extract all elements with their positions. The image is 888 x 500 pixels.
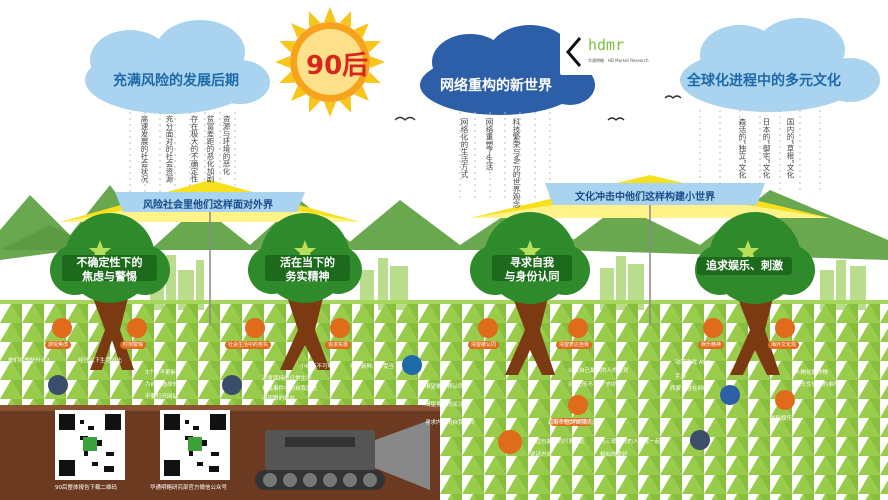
tree-4-label-line1: 追求娱乐、刺激 <box>706 259 783 272</box>
banner-left-text: 风险社会里他们这样面对外界 <box>143 200 273 211</box>
root-badge-4: 追求实惠 <box>325 341 352 349</box>
cloud-center-col-2: 网络重塑了生活 <box>485 118 494 171</box>
tree-1-label: 不确定性下的 焦虑与警惕 <box>62 256 157 284</box>
cloud-title-right: 全球化进程中的多元文化 <box>687 73 841 89</box>
cloud-left-col-1: 高速发展的社会状况 <box>140 115 149 183</box>
cloud-left <box>85 20 270 114</box>
tree-label-boards <box>62 255 792 281</box>
cloud-left-col-5: 资源与环境的恶化 <box>222 115 231 175</box>
note-13: 寻求内心的自我认同 <box>425 420 475 426</box>
qr-caption-right: 华通明略研究部官方微信公众号 <box>150 485 228 491</box>
logo-text: hdmr <box>588 36 625 54</box>
cloud-center <box>420 25 595 115</box>
note-1: 他们在想些什么? <box>8 358 50 364</box>
tree-4-label: 追求娱乐、刺激 <box>697 259 792 273</box>
tree-3-label-line2: 与身份认同 <box>504 270 560 283</box>
qr-caption-left: 90后整体报告下载二维码 <box>55 485 117 491</box>
note-19: 与三观相同的人聚在一起 <box>600 439 661 445</box>
tree-2-label-line2: 务实精神 <box>285 270 330 283</box>
root-badge-9: 海外文化观 <box>768 341 800 349</box>
root-badge-5: 渴望被认同 <box>468 341 500 349</box>
banner-right-text: 文化冲击中他们这样构建小世界 <box>575 192 715 203</box>
cloud-center-col-1: 网络化的生活方式 <box>460 118 469 178</box>
cloud-right-col-2: 日本的“御宅”文化 <box>762 118 771 179</box>
root-badge-2: 时刻警惕 <box>120 341 147 349</box>
note-6: 小组话不可吗 <box>300 364 334 370</box>
qr-codes <box>55 410 230 480</box>
cloud-center-col-3: 科技繁荣与多元的世界观念 <box>512 118 521 208</box>
sun-icon <box>275 7 385 117</box>
note-14: 以说自己最美的人的感觉 <box>568 368 629 374</box>
cloud-left-col-4: 贫富差距的恶化加剧 <box>206 115 215 183</box>
note-22: 手游 <box>675 374 687 380</box>
tree-3-label: 寻求自我 与身份认同 <box>492 256 572 284</box>
bird-icons <box>394 95 682 121</box>
tree-1-label-line1: 不确定性下的 <box>76 256 143 269</box>
tree-2-label: 活在当下的 务实精神 <box>265 256 350 284</box>
note-12: 渴望身体的关注 <box>425 402 464 408</box>
note-20: 相似的爱好 <box>600 452 628 458</box>
note-26: 冒险娱乐 <box>770 416 793 422</box>
tree-2-label-line1: 活在当下的 <box>280 256 335 269</box>
note-16: 最有个性的自我表达 <box>548 420 598 426</box>
root-badge-7: 塑造自己的形象 <box>550 418 592 426</box>
note-8: 社会事件中的自我反思 <box>262 386 318 392</box>
side-icon-circles <box>48 355 740 454</box>
drill-machine-icon <box>255 420 430 490</box>
root-badge-1: 感受焦虑 <box>45 341 72 349</box>
note-17: 通过包装成的可爱社区 <box>530 439 586 445</box>
cloud-right <box>680 18 880 112</box>
tree-3-label-line1: 寻求自我 <box>510 256 554 269</box>
note-21: 动漫游戏 ACG <box>675 360 711 366</box>
note-9: 渴望跟的现在 <box>262 396 296 402</box>
root-icon-circles <box>52 318 795 415</box>
note-2: 经过以下生活对比 <box>78 358 123 364</box>
cloud-left-col-3: 存在极大的不确定性 <box>190 115 199 183</box>
root-badge-6: 渴望表达自我 <box>556 341 593 349</box>
note-10: 接受新鲜、享受当下 <box>350 364 400 370</box>
root-badge-3: 社会生活中的务实 <box>225 341 272 349</box>
banner-left-shape <box>115 192 305 212</box>
cloud-right-col-3: 国内的“草根”文化 <box>786 118 795 179</box>
root-badge-8: 娱乐精神 <box>698 341 725 349</box>
note-25: 西蒙诺娃在网络 <box>670 386 709 392</box>
tree-1-label-line2: 焦虑与警惕 <box>82 270 137 283</box>
note-11: 渴望被外界认同的 <box>425 384 470 390</box>
note-15: 对“无形不平等”的抗拒 <box>568 382 624 388</box>
note-5: 不要打开网站 <box>145 394 179 400</box>
note-18: 说话方式 <box>530 452 553 458</box>
center-badge: 90后 <box>306 51 369 81</box>
banner-right-shape <box>545 183 765 205</box>
note-7: 过度保持的日常生活 <box>262 376 312 382</box>
note-24: 娱乐性较强的事件 <box>795 382 840 388</box>
cloud-title-left: 充满风险的发展后期 <box>113 73 239 89</box>
cloud-right-col-1: 森活的“独立”文化 <box>738 118 747 179</box>
cloud-title-center: 网络重构的新世界 <box>440 78 552 94</box>
logo-card <box>560 30 650 75</box>
note-4: 为自己选择外卖 <box>145 382 184 388</box>
cloud-left-col-2: 充分面对的社会资源 <box>165 115 174 183</box>
logo-subtext: 华通明略 · HD Market Research <box>588 58 649 63</box>
note-23: 人物化的作物 <box>795 370 829 376</box>
note-3: 3个月不更新 <box>145 370 176 376</box>
